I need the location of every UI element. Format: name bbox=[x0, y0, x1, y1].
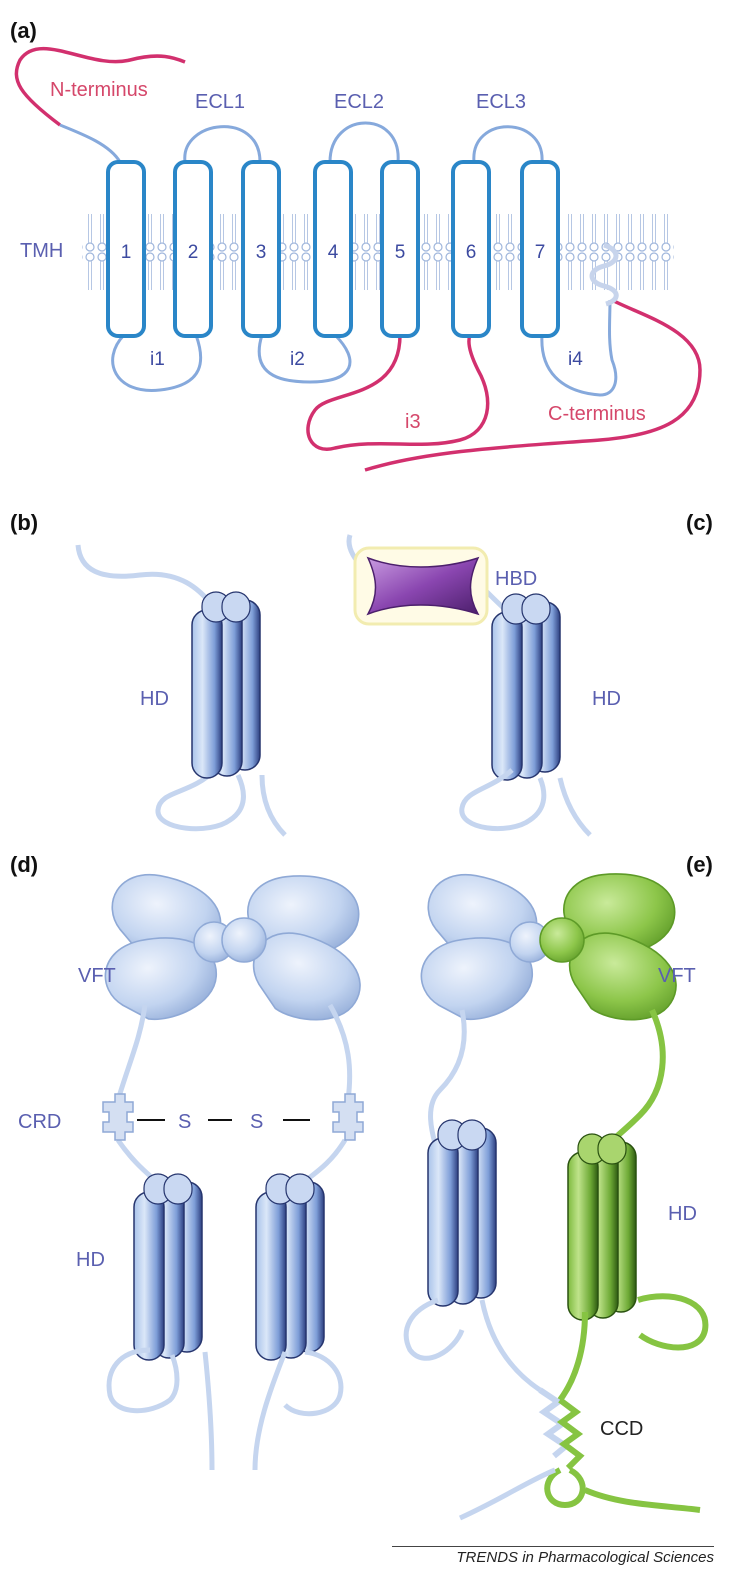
loop-i4-label: i4 bbox=[568, 349, 583, 370]
panel-label-c: (c) bbox=[686, 510, 713, 535]
d-hd-label: HD bbox=[76, 1249, 105, 1271]
c-c-terminal-chain bbox=[459, 768, 592, 837]
loop-i1-label: i1 bbox=[150, 349, 165, 370]
helix-1 bbox=[106, 160, 146, 338]
d-right-stalk bbox=[298, 1003, 353, 1187]
d-helix-domain-right bbox=[255, 1173, 325, 1361]
d-crd-label: CRD bbox=[18, 1111, 61, 1133]
c-hd-label: HD bbox=[592, 688, 621, 710]
e-green-c-terminus bbox=[583, 1487, 701, 1513]
helix-8-coil bbox=[589, 242, 619, 307]
d-crd-left bbox=[102, 1093, 134, 1141]
helix-5 bbox=[380, 160, 420, 338]
e-ccd-coil-green bbox=[556, 1397, 585, 1471]
membrane-bilayer bbox=[82, 207, 674, 291]
helix-4 bbox=[313, 160, 353, 338]
journal-credit: TRENDS in Pharmacological Sciences bbox=[456, 1549, 714, 1566]
helix-3-number: 3 bbox=[256, 242, 267, 263]
e-ccd-label: CCD bbox=[600, 1418, 643, 1440]
helix-1-number: 1 bbox=[121, 242, 132, 263]
d-vft-hinge-right bbox=[221, 917, 267, 963]
panel-b: (b) HD bbox=[10, 510, 287, 837]
d-left-tail bbox=[106, 1347, 215, 1471]
panel-d: (d) VFT CRD S S HD bbox=[10, 852, 371, 1471]
n-terminus-label: N-terminus bbox=[50, 79, 148, 101]
panel-a: (a) 1 2 3 4 5 6 7 N-terminus ECL1 ECL2 ECL3 bbox=[10, 18, 702, 472]
e-left-stalk bbox=[428, 1009, 467, 1161]
c-terminus-label: C-terminus bbox=[548, 403, 646, 425]
tmh-label: TMH bbox=[20, 240, 63, 262]
b-hd-label: HD bbox=[140, 688, 169, 710]
transmembrane-helices: 1 2 3 4 5 6 7 bbox=[106, 160, 560, 338]
e-hd-label: HD bbox=[668, 1203, 697, 1225]
panel-label-a: (a) bbox=[10, 18, 37, 43]
e-helix-domain-right bbox=[567, 1133, 637, 1321]
e-vft-hinge-right bbox=[539, 917, 585, 963]
d-disulfide-s2: S bbox=[250, 1111, 263, 1133]
helix-6-number: 6 bbox=[466, 242, 477, 263]
d-right-tail bbox=[252, 1349, 344, 1471]
helix-3 bbox=[241, 160, 281, 338]
e-left-tail bbox=[403, 1297, 542, 1393]
e-right-tail bbox=[557, 1293, 709, 1402]
ecl1-label: ECL1 bbox=[195, 91, 245, 113]
helix-7 bbox=[520, 160, 560, 338]
e-ccd-loop bbox=[544, 1467, 586, 1509]
extracellular-loops bbox=[183, 121, 544, 163]
e-blue-c-terminus bbox=[458, 1467, 556, 1521]
d-vft-label: VFT bbox=[78, 965, 116, 987]
magenta-chains bbox=[14, 47, 702, 472]
d-disulfide-s1: S bbox=[178, 1111, 191, 1133]
intracellular-loops bbox=[111, 299, 618, 397]
e-right-stalk bbox=[602, 1008, 666, 1152]
n-terminus-stem bbox=[59, 123, 122, 163]
b-c-terminal-chain bbox=[155, 768, 287, 837]
c-helix-domain bbox=[491, 593, 561, 781]
panel-c: (c) HBD HD bbox=[346, 510, 713, 837]
loop-i3-label: i3 bbox=[405, 411, 421, 433]
panel-e: (e) VFT HD CCD bbox=[403, 852, 713, 1521]
ecl2-label: ECL2 bbox=[334, 91, 384, 113]
hbd-domain bbox=[366, 556, 480, 616]
helix-6 bbox=[451, 160, 491, 338]
credit-rule bbox=[392, 1546, 714, 1547]
panel-label-b: (b) bbox=[10, 510, 38, 535]
helix-7-number: 7 bbox=[535, 242, 546, 263]
helix-4-number: 4 bbox=[328, 242, 339, 263]
panel-label-e: (e) bbox=[686, 852, 713, 877]
panel-label-d: (d) bbox=[10, 852, 38, 877]
helix-2-number: 2 bbox=[188, 242, 199, 263]
helix-2 bbox=[173, 160, 213, 338]
helix-5-number: 5 bbox=[395, 242, 406, 263]
b-helix-domain bbox=[191, 591, 261, 779]
d-crd-right bbox=[332, 1093, 364, 1141]
ecl3-label: ECL3 bbox=[476, 91, 526, 113]
e-helix-domain-left bbox=[427, 1119, 497, 1307]
loop-i2-label: i2 bbox=[290, 349, 305, 370]
hbd-label: HBD bbox=[495, 568, 537, 590]
b-n-terminal-chain bbox=[75, 544, 214, 607]
e-vft-label: VFT bbox=[658, 965, 696, 987]
d-helix-domain-left bbox=[133, 1173, 203, 1361]
